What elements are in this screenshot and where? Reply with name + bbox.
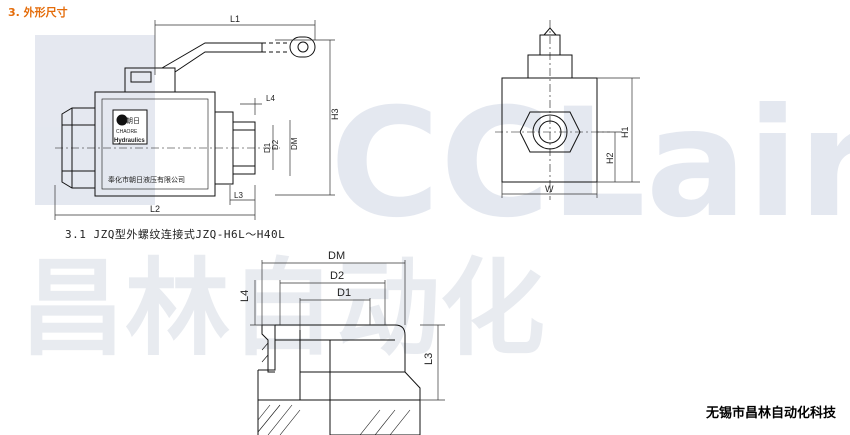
- hydraulics-text: Hydraulics: [114, 138, 145, 144]
- valve-end-view: [495, 20, 610, 200]
- dim-D2-top: D2: [271, 139, 280, 150]
- dim-L3-top: L3: [234, 191, 243, 200]
- dim-W: W: [545, 184, 554, 194]
- brand-text: 朝日: [126, 117, 140, 125]
- section-title: 3. 外形尺寸: [8, 6, 68, 19]
- dim-H3: H3: [330, 108, 340, 120]
- dimension-lines-left: [54, 20, 335, 220]
- watermark-logo: CCLair: [330, 77, 850, 251]
- dimension-lines-detail: [250, 260, 445, 401]
- figure-caption: 3.1 JZQ型外螺纹连接式JZQ-H6L～H40L: [65, 228, 286, 241]
- dim-D1-top: D1: [263, 142, 272, 153]
- company-name: 无锡市昌林自动化科技: [705, 406, 836, 421]
- watermark: CCLair 昌林自动化: [20, 35, 850, 370]
- dim-L2: L2: [150, 204, 160, 214]
- dim-L4-top: L4: [266, 94, 275, 103]
- maker-text: 奉化市朝日液压有限公司: [108, 175, 185, 184]
- brand-en-text: CHAORE: [116, 129, 138, 135]
- dim-H2: H2: [605, 152, 615, 164]
- valve-side-view: [55, 36, 316, 197]
- dim-L3: L3: [423, 353, 435, 365]
- dimension-lines-right: [501, 77, 640, 198]
- dim-L4: L4: [239, 290, 251, 302]
- dim-L1: L1: [230, 14, 240, 24]
- dim-DM: DM: [328, 250, 345, 262]
- port-detail-view: [257, 324, 421, 435]
- dim-D2: D2: [330, 270, 344, 282]
- watermark-chinese: 昌林自动化: [20, 248, 545, 370]
- dim-D1: D1: [337, 287, 351, 299]
- dim-H1: H1: [620, 126, 630, 138]
- dim-DM-top: DM: [290, 137, 299, 150]
